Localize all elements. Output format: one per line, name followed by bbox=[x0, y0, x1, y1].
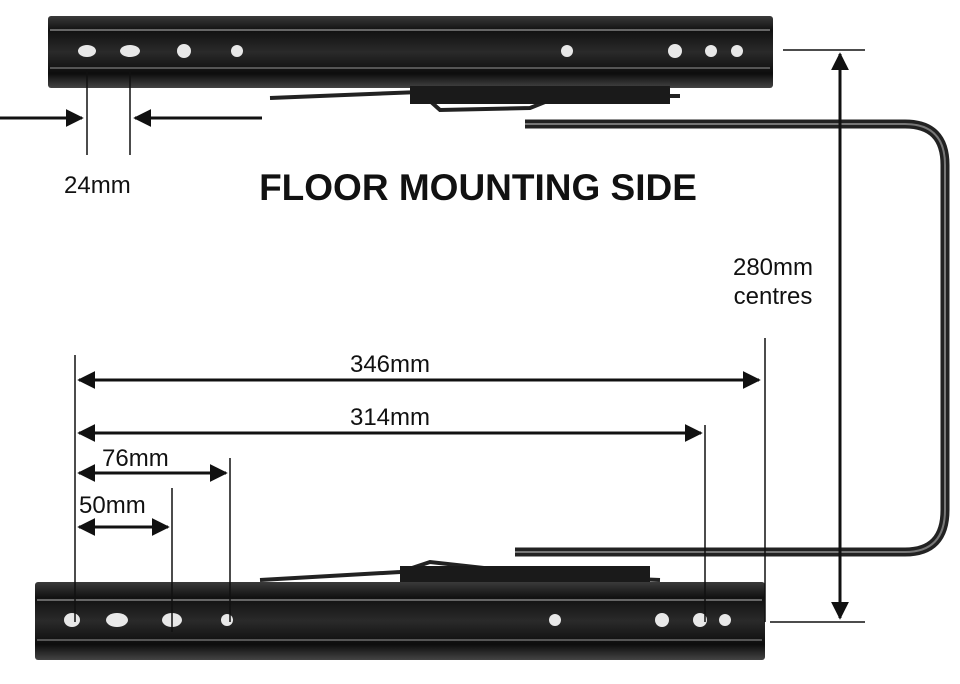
rail-holes bbox=[64, 613, 731, 627]
label-50mm: 50mm bbox=[79, 492, 146, 519]
label-346mm: 346mm bbox=[350, 351, 430, 378]
dimension-314mm: 314mm bbox=[77, 404, 703, 442]
extension-lines bbox=[74, 338, 766, 632]
top-seat-rail bbox=[48, 16, 773, 113]
rail-holes bbox=[78, 44, 743, 58]
dimension-50mm: 50mm bbox=[77, 492, 170, 536]
label-76mm: 76mm bbox=[102, 445, 169, 472]
label-314mm: 314mm bbox=[350, 404, 430, 431]
label-280mm: 280mm bbox=[733, 254, 813, 281]
label-24mm: 24mm bbox=[64, 172, 131, 199]
bottom-seat-rail bbox=[35, 559, 765, 660]
dimension-346mm: 346mm bbox=[77, 351, 761, 389]
label-centres: centres bbox=[734, 283, 813, 310]
dimension-24mm: 24mm bbox=[0, 70, 262, 199]
dimension-76mm: 76mm bbox=[77, 445, 228, 482]
diagram-title: FLOOR MOUNTING SIDE bbox=[259, 167, 697, 208]
dimension-280mm: 280mm centres bbox=[722, 49, 865, 623]
